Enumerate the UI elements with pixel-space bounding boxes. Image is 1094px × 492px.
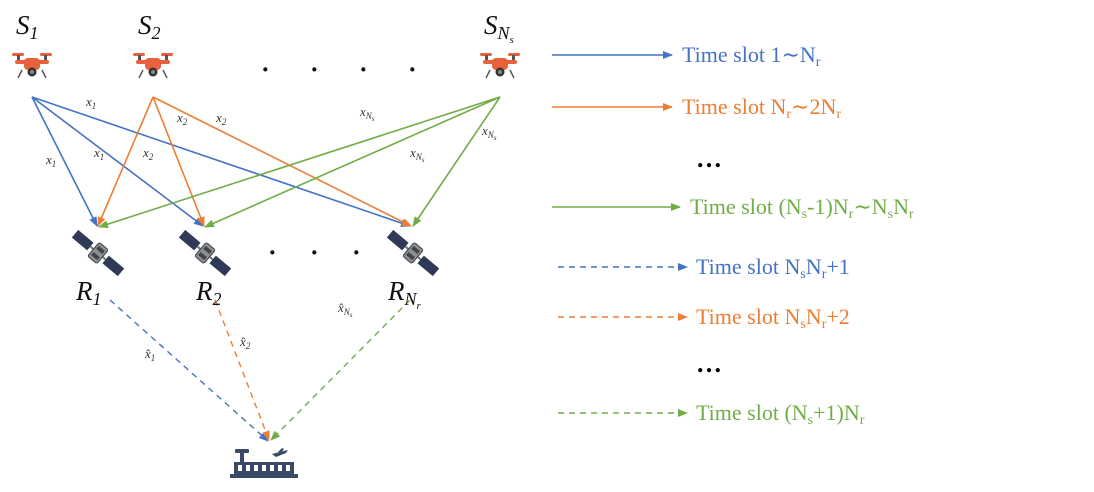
satellites [71, 229, 440, 277]
edge-labels: x1 x1 x1 x2 x2 x2 xNs xNs xNs x̂1 x̂2 x̂Ns [45, 94, 497, 363]
source-label-3: SNs [484, 10, 514, 46]
edge-s1-r2 [31, 96, 204, 227]
satellite-icon [178, 229, 232, 277]
edge-label-x1-a: x1 [85, 94, 96, 111]
drones [12, 53, 520, 79]
edge-label-xhat1: x̂1 [144, 346, 155, 363]
node-dots: · · · · · · · [261, 55, 417, 267]
edge-s2-rnr [152, 96, 412, 227]
edge-s1-r1 [31, 96, 98, 227]
edge-sns-r1 [98, 96, 501, 229]
ellipsis-dot: · [261, 55, 270, 84]
legend-label: Time slot Nr∼2Nr [682, 94, 841, 122]
legend-label: Time slot NsNr+2 [696, 304, 850, 332]
edge-sns-rnr [412, 96, 501, 227]
edge-s2-r2 [152, 96, 205, 227]
edge-label-xns-a: xNs [359, 104, 375, 123]
edge-label-x2-a: x2 [176, 110, 188, 127]
edge-r1-station [109, 299, 269, 442]
legend-ellipsis: … [696, 144, 722, 173]
edge-label-xhat2: x̂2 [239, 334, 251, 351]
drone-icon [12, 53, 52, 79]
ellipsis-dot: · [408, 55, 417, 84]
legend-ellipsis: … [696, 349, 722, 378]
legend-label: Time slot NsNr+1 [696, 254, 850, 282]
relay-label-2: R2 [195, 276, 222, 309]
edge-label-x2-b: x2 [215, 110, 227, 127]
edge-label-x2-c: x2 [142, 145, 154, 162]
satellite-icon [386, 229, 440, 277]
relay-label-3: RNr [387, 276, 422, 312]
edge-label-xns-b: xNs [409, 145, 425, 164]
edge-s2-r1 [97, 96, 154, 227]
source-labels: S1 S2 SNs [16, 10, 514, 46]
edge-rnr-station [270, 299, 411, 441]
source-label-1: S1 [16, 10, 39, 43]
source-label-2: S2 [138, 10, 161, 43]
edge-label-xns-c: xNs [481, 123, 497, 142]
edges [31, 96, 501, 442]
drone-icon [133, 53, 173, 79]
legend-label: Time slot (Ns+1)Nr [696, 400, 865, 428]
satellite-icon [71, 229, 125, 277]
drone-icon [480, 53, 520, 79]
ground-station-icon [230, 448, 298, 478]
ellipsis-dot: · [310, 238, 319, 267]
edge-label-x1-c: x1 [93, 145, 104, 162]
edge-s1-rnr [31, 96, 411, 227]
edge-sns-r2 [204, 96, 501, 228]
ellipsis-dot: · [310, 55, 319, 84]
edge-label-x1-b: x1 [45, 152, 56, 169]
ellipsis-dot: · [268, 238, 277, 267]
legend-label: Time slot 1∼Nr [682, 42, 821, 70]
relay-label-1: R1 [75, 276, 102, 309]
legend-label: Time slot (Ns-1)Nr∼NsNr [690, 194, 914, 222]
ellipsis-dot: · [352, 238, 361, 267]
edge-r2-station [214, 299, 270, 441]
edge-label-xhatns: x̂Ns [337, 300, 353, 319]
relay-labels: R1 R2 RNr [75, 276, 422, 312]
ellipsis-dot: · [359, 55, 368, 84]
